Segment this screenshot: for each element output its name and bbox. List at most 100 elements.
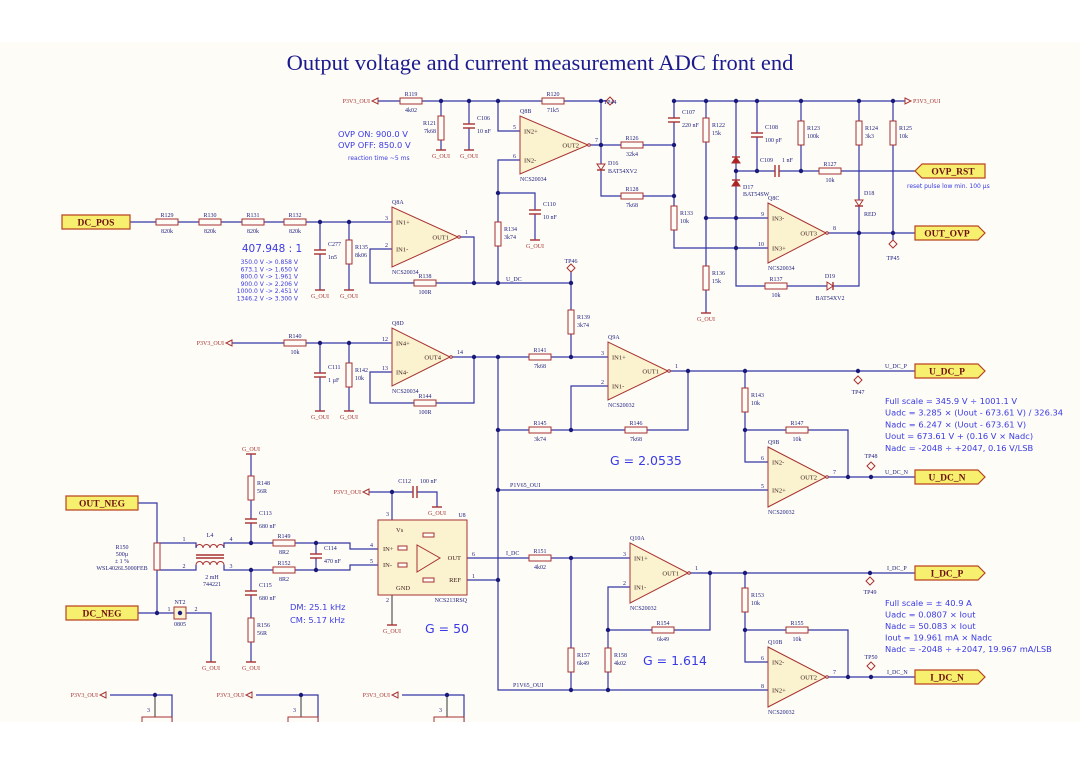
opamp-pin-label: OUT1 (662, 571, 679, 578)
opamp-designator: Q8A (392, 200, 404, 206)
resistor-designator: R141 (533, 348, 546, 354)
net-tie-designator: NT2 (175, 600, 186, 606)
divider-ratio-note: 407.948 : 1 (242, 243, 302, 255)
port-label: OUT_NEG (79, 500, 126, 510)
pin-number: 7 (595, 138, 598, 144)
pin-number: 4 (370, 543, 373, 549)
filter-dm-note: DM: 25.1 kHz (290, 602, 346, 612)
diode-designator: D16 (608, 161, 618, 167)
gain-q9-note: G = 2.0535 (610, 453, 682, 468)
junction-dot (346, 219, 352, 225)
junction-dot (154, 610, 160, 616)
capacitor-gap (313, 373, 327, 377)
capacitor-gap (244, 519, 258, 523)
junction-dot (598, 142, 604, 148)
wire (223, 542, 225, 548)
test-point-tp46 (566, 263, 576, 273)
junction-dot (890, 230, 896, 236)
page-margin-bottom (0, 722, 1080, 767)
port-u-dc-n (914, 469, 986, 485)
pin-number: 12 (382, 337, 388, 343)
capacitor-value: 680 nF (259, 524, 277, 530)
resistor-r145 (528, 426, 552, 434)
resistor-value: 10k (772, 293, 781, 299)
port-label: DC_POS (78, 219, 115, 229)
resistor-value: 7k68 (626, 203, 638, 209)
resistor-r138 (413, 279, 437, 287)
pin-number: 14 (457, 350, 463, 356)
u8-part-number: NCS213RSQ (435, 598, 468, 604)
wire (190, 565, 197, 571)
resistor-r133 (670, 205, 678, 231)
resistor-r153 (741, 587, 749, 613)
opamp-pin-label: IN2- (772, 660, 784, 667)
opamp-pin-label: IN3- (772, 216, 784, 223)
junction-dot (733, 98, 739, 104)
output-pin-marker (449, 355, 453, 359)
power-port-label: P3V3_OUI (363, 693, 390, 699)
resistor-value: 100R (418, 290, 431, 296)
capacitor-designator: C115 (259, 583, 272, 589)
output-pin-marker (667, 369, 671, 373)
diode-part: BAT54SW (743, 192, 770, 198)
wire (498, 192, 536, 240)
resistor-designator: R144 (418, 394, 431, 400)
capacitor-value: 220 nF (682, 123, 700, 129)
resistor-r123 (797, 120, 805, 146)
capacitor-value: 1n5 (328, 255, 337, 261)
resistor-value: 3k74 (504, 235, 516, 241)
resistor-designator: R147 (790, 421, 803, 427)
current-scale-note: Uadc = 0.0807 × Iout (885, 610, 976, 620)
ground-label: G_OUI (340, 294, 358, 300)
resistor-value: 7k68 (424, 129, 436, 135)
junction-dot (313, 567, 319, 573)
capacitor-value: 1 nF (782, 158, 794, 164)
diode-part: BAT54XV2 (815, 296, 844, 302)
pin-number: 6 (761, 456, 764, 462)
ratio-table-row: 1000.0 V -> 2.451 V (237, 288, 299, 295)
capacitor-designator: C113 (259, 511, 272, 517)
pin-number: 1 (183, 537, 186, 543)
pin-number: 1 (465, 230, 468, 236)
junction-dot (856, 230, 862, 236)
pin-number: 2 (183, 564, 186, 570)
ratio-table-row: 800.0 V -> 1.961 V (241, 274, 299, 281)
u8-internal-resistor (422, 577, 435, 583)
resistor-value: 32k4 (626, 152, 638, 158)
pin-number: 3 (385, 216, 388, 222)
voltage-scale-note: Nadc = -2048 ÷ +2047, 0.16 V/LSB (885, 443, 1033, 453)
resistor-value: 10k (751, 601, 760, 607)
opamp-pin-label: OUT4 (424, 355, 441, 362)
port-u-dc-p (914, 363, 986, 379)
junction-dot (754, 168, 760, 174)
resistor-r141 (528, 353, 552, 361)
ground-label: G_OUI (526, 244, 544, 250)
resistor-r146 (624, 426, 648, 434)
resistor-designator: R156 (257, 623, 270, 629)
u8-pin-label: REF (449, 577, 461, 584)
output-pin-marker (457, 235, 461, 239)
power-arrow-icon (370, 97, 379, 105)
resistor-value: 6k49 (577, 661, 589, 667)
port-label: U_DC_N (929, 474, 966, 484)
port-label: OVP_RST (931, 168, 975, 178)
resistor-r127 (818, 167, 842, 175)
resistor-r152 (272, 566, 296, 574)
test-point-label: TP44 (603, 100, 616, 106)
opamp-pin-label: IN1+ (612, 355, 626, 362)
wire (570, 385, 608, 430)
opamp-q8a (391, 206, 460, 268)
junction-dot (742, 427, 748, 433)
opamp-pin-label: IN3+ (772, 246, 786, 253)
pin-number: 3 (439, 708, 442, 714)
opamp-q9a (607, 341, 670, 401)
resistor-r128 (620, 192, 644, 200)
shunt-tolerance: ± 1 % (115, 559, 129, 565)
opamp-pin-label: IN4- (396, 370, 408, 377)
port-i-dc-n (914, 669, 986, 685)
resistor-designator: R127 (823, 162, 836, 168)
resistor-r140 (283, 339, 307, 347)
resistor-designator: R120 (546, 92, 559, 98)
diode-d19 (826, 281, 834, 291)
resistor-value: 10k (899, 134, 908, 140)
